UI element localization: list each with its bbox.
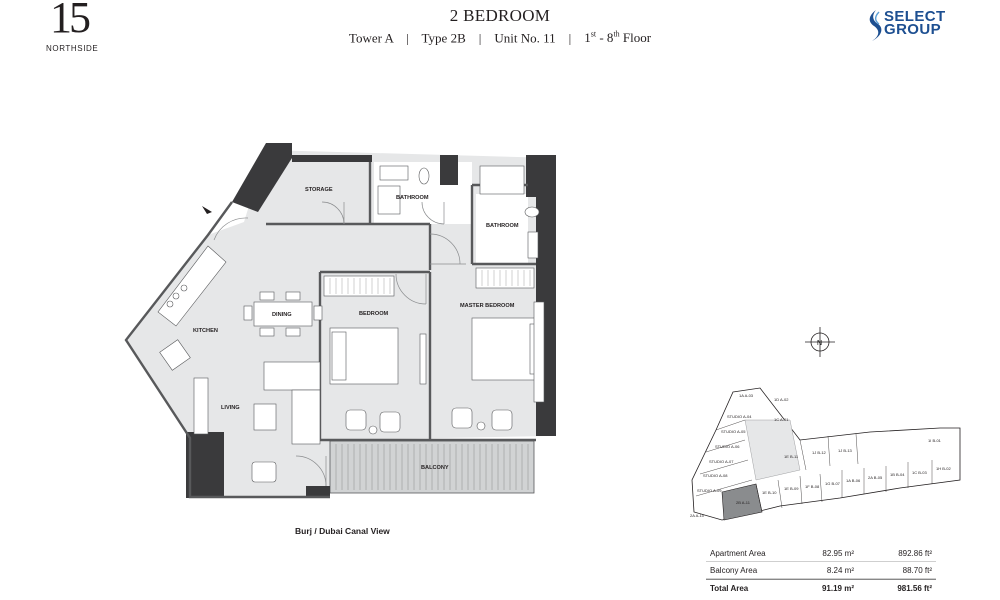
label-bathroom-2: BATHROOM [486,223,519,229]
wardrobes [323,267,535,297]
unit-label: Unit No. 11 [494,30,556,46]
brand-name: SELECT GROUP [884,8,946,38]
furniture [157,165,545,483]
label-master-bedroom: MASTER BEDROOM [460,303,515,309]
keyplan-unit: 2B A-11 [736,500,751,505]
keyplan-unit: STUDIO A-06 [715,444,740,449]
keyplan-unit: 1G B-07 [825,481,841,486]
keyplan-unit: 1E B-09 [784,486,799,491]
brand-logo-number: 15 [50,0,91,42]
entry-arrow-icon [202,206,212,214]
keyplan-unit: STUDIO A-09 [697,488,722,493]
sofa [263,361,321,391]
keyplan-unit: 1J B-12 [812,450,827,455]
area-table: Apartment Area 82.95 m² 892.86 ft² Balco… [706,545,936,596]
keyplan-unit: STUDIO A-05 [721,429,746,434]
keyplan-unit: 1F B-08 [805,484,820,489]
floor-range: 1st - 8th Floor [584,30,652,46]
tower-label: Tower A [348,30,394,46]
label-bathroom: BATHROOM [396,195,429,201]
keyplan-unit: 2A A-10 [690,513,705,518]
keyplan-unit: STUDIO A-07 [709,459,734,464]
keyplan-unit: 1C B-03 [912,470,927,475]
keyplan-unit: 1I B-01 [928,438,942,443]
select-group-logo-icon [869,10,882,41]
area-row-total: Total Area 91.19 m² 981.56 ft² [706,579,936,596]
keyplan-unit: 1H B-02 [936,466,951,471]
key-plan: 1A A-03 1D A-02 STUDIO A-04 1C A-01 STUD… [690,387,961,521]
label-dining: DINING [272,312,292,318]
keyplan-unit: 1A B-06 [846,478,861,483]
type-label: Type 2B [421,30,466,46]
keyplan-unit: 1E B-10 [762,490,777,495]
bathroom-2 [476,194,528,264]
label-bedroom: BEDROOM [359,311,389,317]
keyplan-unit: 1D A-02 [774,397,789,402]
label-storage: STORAGE [305,187,333,193]
brand-logo-name: NORTHSIDE [46,44,99,53]
area-row-apartment: Apartment Area 82.95 m² 892.86 ft² [706,545,936,562]
label-living: LIVING [221,405,240,411]
keyplan-unit: 1E B-11 [784,454,799,459]
balcony-deck-lines [335,444,529,490]
keyplan-unit: STUDIO A-04 [727,414,752,419]
keyplan-unit: 1A A-03 [739,393,754,398]
storage-room [270,162,368,224]
label-kitchen: KITCHEN [193,328,218,334]
dining-table [253,301,313,327]
keyplan-unit: 1C A-01 [774,417,789,422]
keyplan-unit: 1B B-04 [890,472,905,477]
apartment-floor [126,150,555,497]
keyplan-unit: 2A B-05 [868,475,883,480]
view-label: Burj / Dubai Canal View [295,526,390,536]
unit-details: Tower A | Type 2B | Unit No. 11 | 1st - … [348,30,652,46]
keyplan-unit: STUDIO A-08 [703,473,728,478]
keyplan-unit: 1J B-13 [838,448,853,453]
compass-icon: N [805,327,835,357]
door-swings [213,201,466,487]
label-balcony: BALCONY [421,465,449,471]
coffee-table [253,403,277,431]
interior-walls [124,162,536,499]
area-row-balcony: Balcony Area 8.24 m² 88.70 ft² [706,562,936,579]
structural-walls [186,143,556,498]
svg-text:N: N [817,340,822,347]
page-title: 2 BEDROOM [449,6,551,25]
